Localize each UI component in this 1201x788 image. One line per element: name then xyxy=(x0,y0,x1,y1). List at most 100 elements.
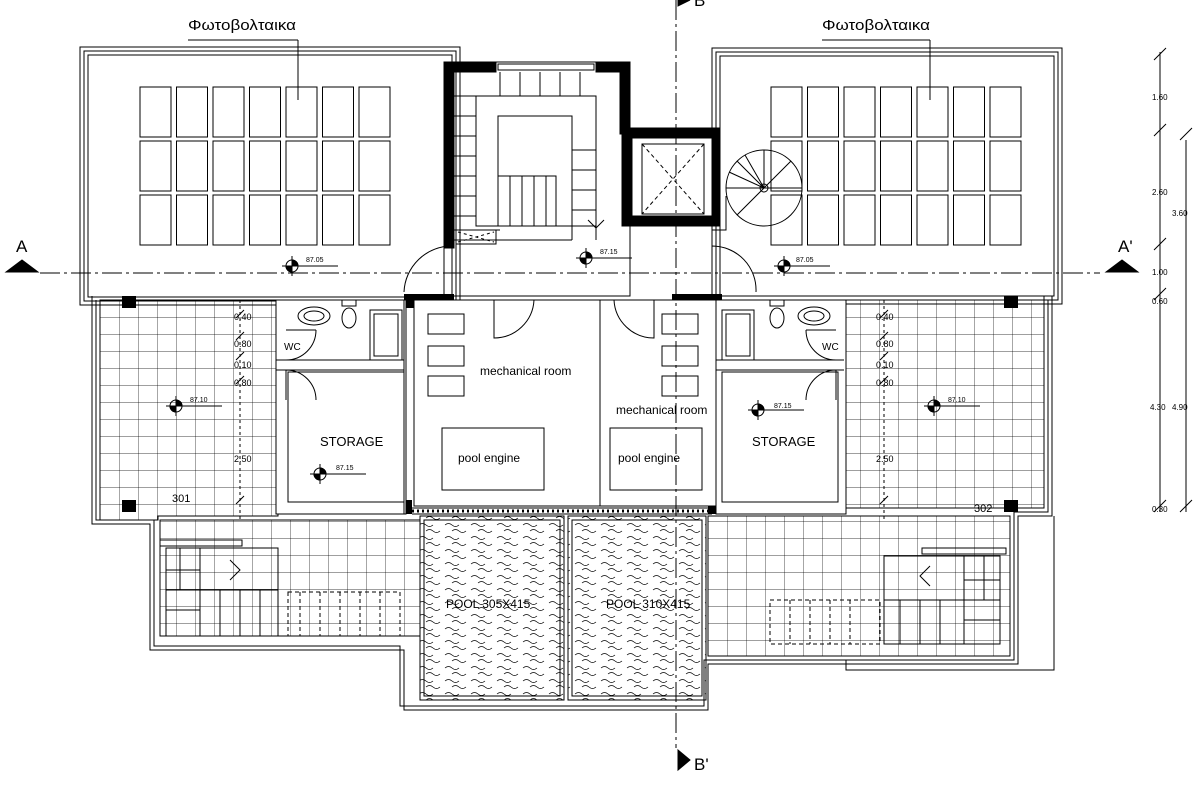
dim-side-3: 3.60 xyxy=(1172,209,1188,218)
solar-right-panel xyxy=(807,140,839,192)
pool-right xyxy=(567,515,707,701)
level-marker-leader xyxy=(576,248,632,268)
solar-left-panel xyxy=(249,140,281,192)
pool-engine-label-right: pool engine xyxy=(618,451,680,465)
level-pv-right: 87.05 xyxy=(796,257,814,264)
dim-right-3: 0.10 xyxy=(876,360,894,370)
dim-right-2: 0.80 xyxy=(876,339,894,349)
outer-wall-left xyxy=(91,296,1053,711)
section-line-a xyxy=(4,259,1140,274)
pool-label-left: POOL 305X415 xyxy=(446,597,531,611)
dim-side-8: 0.30 xyxy=(1152,505,1168,514)
level-marker-leader xyxy=(310,464,366,484)
solar-right-panel xyxy=(989,140,1022,192)
solar-left-panel xyxy=(322,194,354,246)
wc-storage-block-right xyxy=(715,299,847,515)
wc-storage-block-left xyxy=(275,299,407,515)
level-marker-leader xyxy=(924,396,980,416)
level-pv-left: 87.05 xyxy=(306,257,324,264)
dim-side-7: 4.90 xyxy=(1172,403,1188,412)
solar-right-panel xyxy=(770,86,803,138)
dim-left-1: 0.40 xyxy=(234,312,252,322)
solar-left-panel xyxy=(249,194,281,246)
solar-right-panel xyxy=(953,140,985,192)
solar-left-panel xyxy=(212,194,245,246)
dim-left-2: 0.80 xyxy=(234,339,252,349)
solar-right-panel xyxy=(843,140,876,192)
dim-side-5: 0.60 xyxy=(1152,297,1168,306)
solar-right-panel xyxy=(916,86,949,138)
level-marker-leader xyxy=(774,256,830,276)
level-stair-hall: 87.15 xyxy=(600,249,618,256)
pool-left xyxy=(419,515,565,701)
level-marker-leader xyxy=(282,256,338,276)
level-storage-left: 87.15 xyxy=(336,465,354,472)
pv-label-left: Φωτοβολταικα xyxy=(188,17,296,34)
elevator-shaft xyxy=(621,127,721,227)
solar-left-panel xyxy=(212,86,245,138)
solar-left-panel xyxy=(285,140,318,192)
solar-left-panel xyxy=(358,140,391,192)
section-label-a: A xyxy=(16,237,28,256)
mechanical-room-label-left: mechanical room xyxy=(480,364,571,378)
solar-right-panel xyxy=(989,86,1022,138)
level-terrace-left: 87.10 xyxy=(190,397,208,404)
level-marker-leader xyxy=(748,400,804,420)
pool-label-right: POOL 310X415 xyxy=(606,597,691,611)
level-terrace-right: 87.10 xyxy=(948,397,966,404)
level-markers xyxy=(166,248,980,484)
solar-left-panel xyxy=(358,194,391,246)
solar-right-panel xyxy=(953,194,985,246)
unit-label-301: 301 xyxy=(172,493,190,505)
storage-label-right: STORAGE xyxy=(752,434,816,449)
solar-right-panel xyxy=(880,140,912,192)
storage-label-left: STORAGE xyxy=(320,434,384,449)
dim-side-2: 2.60 xyxy=(1152,188,1168,197)
solar-left-panel xyxy=(322,140,354,192)
dim-left-3: 0.10 xyxy=(234,360,252,370)
solar-left-panel xyxy=(285,86,318,138)
dim-left-4: 0.80 xyxy=(234,378,252,388)
wc-label-right: WC xyxy=(822,342,839,353)
stair-lower-left xyxy=(159,539,401,637)
dim-right-1: 0.40 xyxy=(876,312,894,322)
solar-panels-left xyxy=(139,86,391,246)
solar-left-panel xyxy=(285,194,318,246)
terrace-tiles-left xyxy=(99,299,421,637)
level-storage-right: 87.15 xyxy=(774,403,792,410)
level-marker-leader xyxy=(166,396,222,416)
solar-right-panel xyxy=(916,140,949,192)
section-label-b: B xyxy=(694,0,705,10)
stair-lower-right xyxy=(769,547,1007,645)
dim-side-6: 4.30 xyxy=(1150,403,1166,412)
mechanical-room-right xyxy=(599,299,717,507)
solar-right-panel xyxy=(770,140,803,192)
dim-side-4: 1.00 xyxy=(1152,268,1168,277)
solar-left-panel xyxy=(212,140,245,192)
solar-panels-right xyxy=(770,86,1022,246)
door-swing-right xyxy=(711,245,757,293)
solar-left-panel xyxy=(358,86,391,138)
pool-edge xyxy=(412,507,712,515)
dim-right-4: 0.80 xyxy=(876,378,894,388)
solar-right-panel xyxy=(953,86,985,138)
solar-right-panel xyxy=(916,194,949,246)
solar-left-panel xyxy=(322,86,354,138)
solar-right-panel xyxy=(807,194,839,246)
pv-label-right: Φωτοβολταικα xyxy=(822,17,930,34)
pv-roof-left xyxy=(79,46,461,306)
unit-label-302: 302 xyxy=(974,503,992,515)
wc-label-left: WC xyxy=(284,342,301,353)
solar-left-panel xyxy=(139,194,172,246)
dim-right-5: 2.50 xyxy=(876,454,894,464)
solar-right-panel xyxy=(770,194,803,246)
dim-side-1: 1.60 xyxy=(1152,93,1168,102)
section-label-a-prime: A' xyxy=(1118,237,1133,256)
solar-left-panel xyxy=(176,140,208,192)
solar-right-panel xyxy=(880,194,912,246)
section-line-b xyxy=(675,0,691,772)
solar-right-panel xyxy=(880,86,912,138)
spiral-stair xyxy=(712,149,803,231)
solar-right-panel xyxy=(807,86,839,138)
